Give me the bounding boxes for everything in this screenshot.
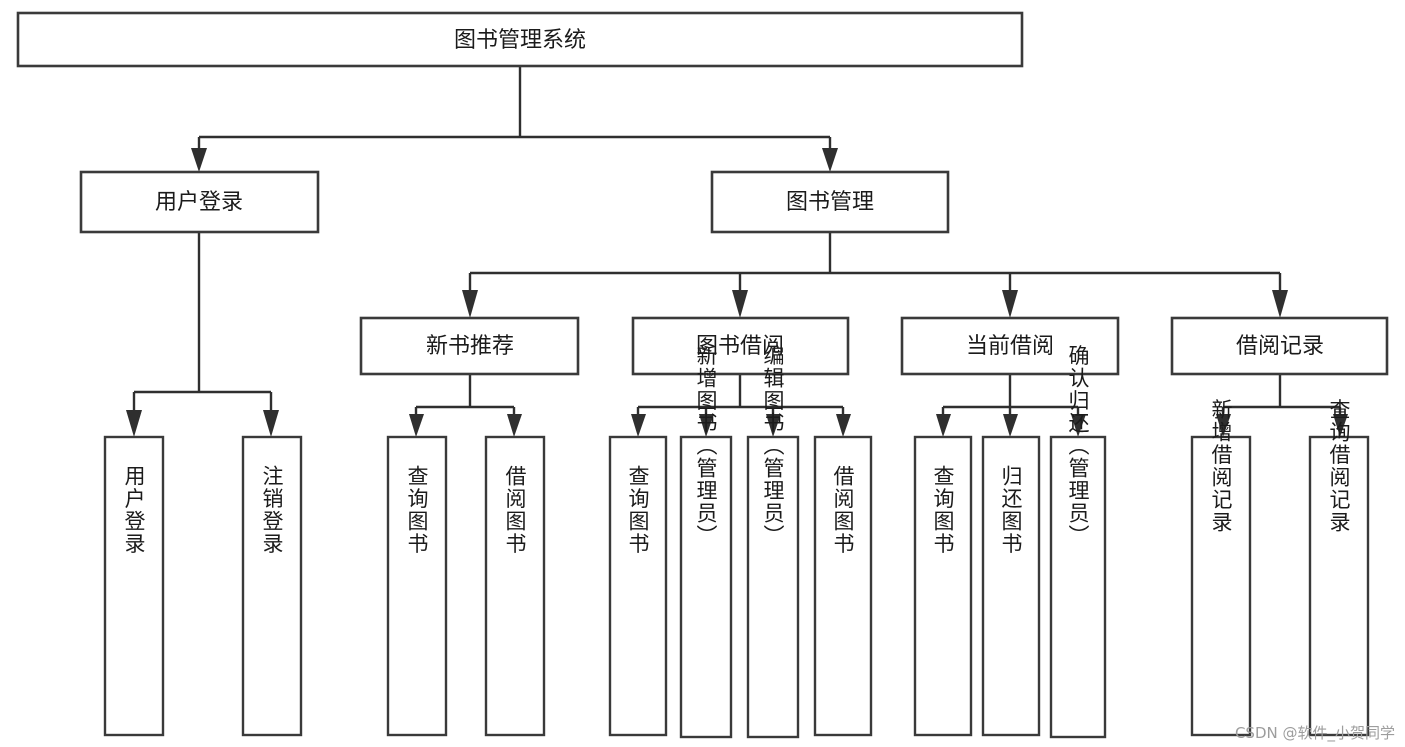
connector-bookmgmt-to-tier3	[462, 232, 1288, 318]
node-leaf-return-book-box	[981, 435, 1041, 737]
node-leaf-add-borrow-record[interactable]: 新增借阅记录	[1190, 399, 1252, 737]
connector-userlogin-to-leaves	[126, 232, 279, 437]
node-leaf-borrow-book-bb-box	[813, 435, 873, 737]
node-leaf-query-book-cb-label: 查询图书	[931, 465, 955, 555]
node-current-borrow-box	[900, 316, 1120, 376]
arrowhead-cb-return	[1003, 414, 1018, 437]
node-leaf-user-login-label: 用户登录	[122, 465, 146, 555]
node-leaf-edit-book-admin-label: 编辑图书（管理员）	[761, 345, 785, 548]
node-leaf-query-borrow-record[interactable]: 查询借阅记录	[1308, 399, 1370, 737]
node-user-login[interactable]: 用户登录	[79, 170, 320, 234]
arrowhead-borrow-record	[1272, 290, 1288, 318]
connector-borrowrecord-to-leaves	[1216, 374, 1348, 437]
node-book-borrow-label: 图书借阅	[696, 334, 784, 359]
csdn-watermark: CSDN @软件_小贺同学	[1234, 724, 1395, 742]
node-leaf-borrow-book-bb-label: 借阅图书	[831, 465, 855, 555]
node-leaf-query-book-cb[interactable]: 查询图书	[913, 435, 973, 737]
node-leaf-query-borrow-record-box	[1308, 435, 1370, 737]
arrowhead-leaf-user-login	[126, 410, 142, 437]
node-leaf-confirm-return-admin-box	[1049, 435, 1107, 739]
node-leaf-user-login[interactable]: 用户登录	[103, 435, 165, 737]
node-leaf-query-borrow-record-label: 查询借阅记录	[1327, 399, 1351, 534]
node-book-borrow-box	[631, 316, 850, 376]
node-current-borrow[interactable]: 当前借阅	[900, 316, 1120, 376]
connector-root-to-tier2	[191, 66, 838, 172]
node-user-login-label: 用户登录	[155, 190, 243, 215]
connector-newbook-to-leaves	[409, 374, 522, 437]
node-leaf-add-borrow-record-label: 新增借阅记录	[1209, 399, 1233, 534]
arrowhead-bb-borrow	[836, 414, 851, 437]
node-root-box	[16, 11, 1024, 68]
node-new-book-recommend-label: 新书推荐	[426, 334, 514, 359]
node-leaf-query-book-rec-box	[386, 435, 448, 737]
node-leaf-edit-book-admin-box	[746, 435, 800, 739]
node-user-login-box	[79, 170, 320, 234]
node-book-management-label: 图书管理	[786, 190, 874, 215]
node-root-label: 图书管理系统	[454, 28, 586, 53]
arrowhead-leaf-logout	[263, 410, 279, 437]
node-borrow-record-label: 借阅记录	[1236, 334, 1324, 359]
node-book-management[interactable]: 图书管理	[710, 170, 950, 234]
node-new-book-recommend-box	[359, 316, 580, 376]
arrowhead-newbook-borrow	[507, 414, 522, 437]
arrowhead-br-query	[1333, 414, 1348, 437]
node-leaf-edit-book-admin[interactable]: 编辑图书（管理员）	[746, 345, 800, 739]
node-leaf-borrow-book-rec[interactable]: 借阅图书	[484, 435, 546, 737]
node-leaf-return-book[interactable]: 归还图书	[981, 435, 1041, 737]
arrowhead-book-borrow	[732, 290, 748, 318]
node-current-borrow-label: 当前借阅	[966, 334, 1054, 359]
node-new-book-recommend[interactable]: 新书推荐	[359, 316, 580, 376]
connector-bookborrow-to-leaves	[631, 374, 851, 437]
node-book-borrow[interactable]: 图书借阅	[631, 316, 850, 376]
arrowhead-cb-confirm	[1071, 414, 1086, 437]
node-leaf-add-book-admin-label: 新增图书（管理员）	[694, 345, 718, 548]
node-leaf-add-borrow-record-box	[1190, 435, 1252, 737]
node-borrow-record-box	[1170, 316, 1389, 376]
arrowhead-book-mgmt	[822, 148, 838, 172]
node-leaf-query-book-bb[interactable]: 查询图书	[608, 435, 668, 737]
node-leaf-borrow-book-bb[interactable]: 借阅图书	[813, 435, 873, 737]
arrowhead-cb-query	[936, 414, 951, 437]
node-leaf-query-book-bb-box	[608, 435, 668, 737]
node-leaf-borrow-book-rec-box	[484, 435, 546, 737]
node-leaf-query-book-rec[interactable]: 查询图书	[386, 435, 448, 737]
node-leaf-borrow-book-rec-label: 借阅图书	[503, 465, 527, 555]
node-book-management-box	[710, 170, 950, 234]
arrowhead-current-borrow	[1002, 290, 1018, 318]
arrowhead-br-add	[1216, 414, 1231, 437]
arrowhead-bb-query	[631, 414, 646, 437]
arrowhead-user-login	[191, 148, 207, 172]
node-leaf-add-book-admin[interactable]: 新增图书（管理员）	[679, 345, 733, 739]
node-leaf-confirm-return-admin-label: 确认归还（管理员）	[1066, 345, 1090, 548]
node-borrow-record[interactable]: 借阅记录	[1170, 316, 1389, 376]
arrowhead-newbook-query	[409, 414, 424, 437]
node-leaf-add-book-admin-box	[679, 435, 733, 739]
node-leaf-logout-label: 注销登录	[260, 465, 284, 555]
arrowhead-bb-edit	[766, 414, 781, 437]
node-leaf-logout[interactable]: 注销登录	[241, 435, 303, 737]
node-leaf-query-book-cb-box	[913, 435, 973, 737]
node-leaf-query-book-rec-label: 查询图书	[405, 465, 429, 555]
arrowhead-new-book-rec	[462, 290, 478, 318]
connector-currentborrow-to-leaves	[936, 374, 1086, 437]
arrowhead-bb-add	[699, 414, 714, 437]
node-leaf-return-book-label: 归还图书	[999, 465, 1023, 555]
node-leaf-confirm-return-admin[interactable]: 确认归还（管理员）	[1049, 345, 1107, 739]
node-leaf-logout-box	[241, 435, 303, 737]
node-root-library-system[interactable]: 图书管理系统	[16, 11, 1024, 68]
node-leaf-query-book-bb-label: 查询图书	[626, 465, 650, 555]
node-leaf-user-login-box	[103, 435, 165, 737]
